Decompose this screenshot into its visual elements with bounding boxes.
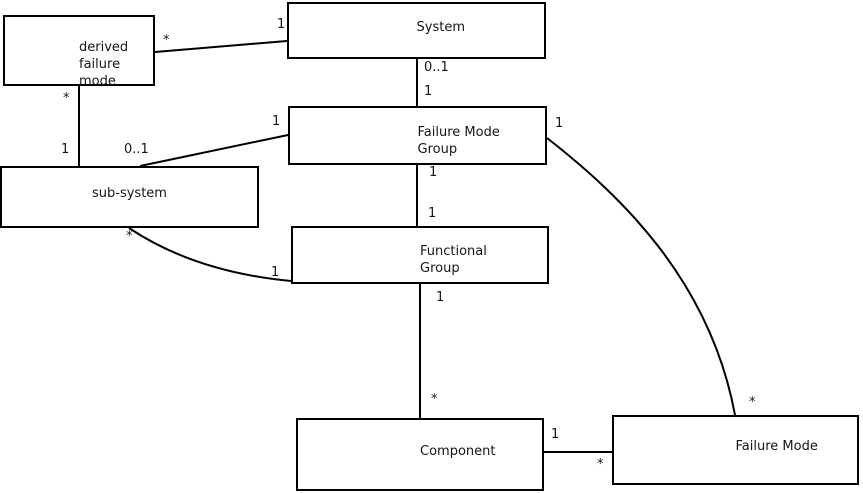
multiplicity-system-to-fmgroup-near-system: 0..1 [424, 60, 449, 75]
multiplicity-component-to-fmode-near-fmode: * [597, 457, 604, 472]
multiplicity-fmgroup-to-fmode-near-fmgroup: 1 [555, 116, 564, 131]
box-derived-failure-mode: derived failure mode [3, 15, 155, 89]
connector-derived-failure-mode-to-system [154, 40, 288, 53]
box-component: Component [296, 418, 544, 491]
multiplicity-fgroup-to-component-near-component: * [431, 392, 438, 407]
failure-mode-group-label: Failure Mode Group [417, 124, 500, 157]
multiplicity-subsystem-to-fmgroup-near-fmgroup: 1 [272, 114, 281, 129]
multiplicity-fgroup-to-component-near-fgroup: 1 [436, 290, 445, 305]
multiplicity-derived-to-system-near-system: 1 [277, 17, 286, 32]
multiplicity-component-to-fmode-near-component: 1 [551, 427, 560, 442]
sub-system-label: sub-system [92, 186, 167, 201]
connector-sub-system-to-functional-group [128, 227, 292, 282]
multiplicity-derived-to-subsystem-near-subsystem: 1 [61, 142, 70, 157]
failure-mode-label: Failure Mode [735, 439, 818, 454]
multiplicity-subsystem-to-fgroup-near-fgroup: 1 [271, 265, 280, 280]
multiplicity-fmgroup-to-fmode-near-fmode: * [749, 395, 756, 410]
connector-sub-system-to-failure-mode-group [139, 134, 289, 167]
multiplicity-fmgroup-to-fgroup-near-fmgroup: 1 [429, 165, 438, 180]
box-failure-mode-group: Failure Mode Group [288, 106, 547, 165]
multiplicity-system-to-fmgroup-near-fmgroup: 1 [424, 84, 433, 99]
multiplicity-subsystem-to-fmgroup-near-subsystem: 0..1 [124, 142, 149, 157]
component-label: Component [420, 443, 496, 459]
box-system: System [287, 2, 546, 59]
functional-group-label: Functional Group [420, 244, 487, 276]
multiplicity-subsystem-to-fgroup-near-subsystem: * [126, 229, 133, 244]
box-failure-mode: Failure Mode [612, 415, 859, 485]
multiplicity-derived-to-system-near-derived: * [163, 33, 170, 48]
multiplicity-derived-to-subsystem-near-derived: * [63, 91, 70, 106]
derived-failure-mode-label: derived failure mode [79, 39, 129, 89]
box-sub-system: sub-system [0, 166, 259, 228]
box-functional-group: Functional Group [291, 226, 549, 284]
system-label: System [416, 19, 465, 35]
multiplicity-fmgroup-to-fgroup-near-fgroup: 1 [428, 206, 437, 221]
connector-failure-mode-group-to-failure-mode [546, 137, 736, 416]
